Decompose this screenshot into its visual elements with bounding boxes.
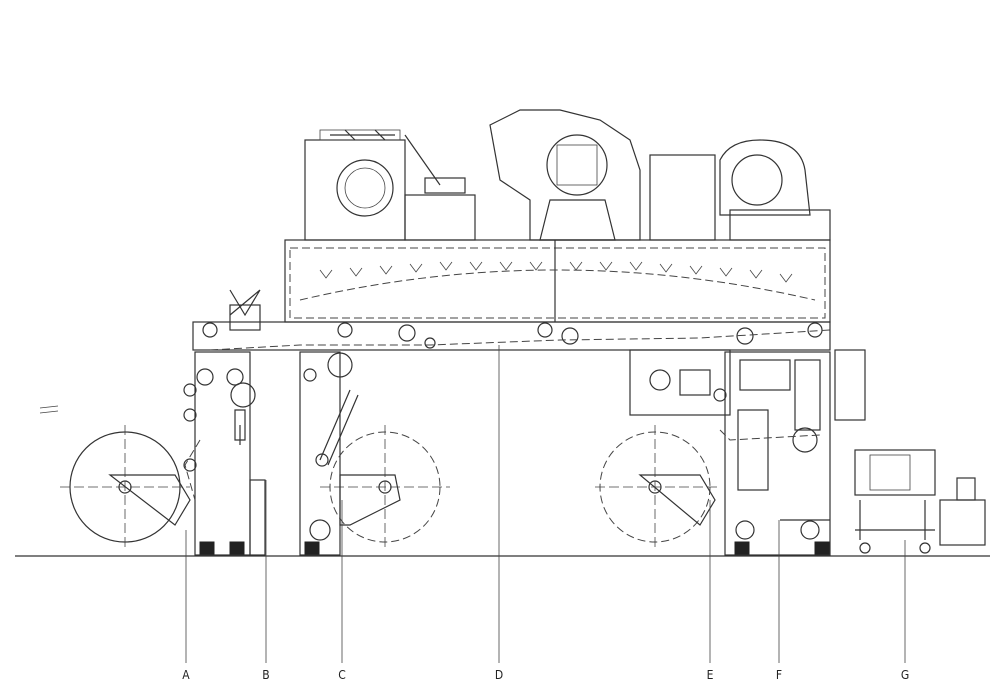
blower-units: [304, 109, 831, 241]
label-g: G: [900, 668, 910, 682]
stand-a: [183, 289, 266, 556]
unwind-reel-a: [60, 425, 191, 550]
stand-c: [299, 351, 450, 556]
label-d: D: [494, 668, 504, 682]
label-b: B: [262, 668, 270, 682]
drying-oven: [284, 239, 831, 323]
label-a: A: [182, 668, 190, 682]
reel-e: [595, 425, 720, 550]
stand-e-f: [629, 349, 866, 556]
beam-rollers: [202, 322, 831, 351]
label-c: C: [338, 668, 346, 682]
leader-lines: [185, 345, 906, 663]
unit-g: [854, 449, 986, 554]
label-e: E: [706, 668, 714, 682]
label-f: F: [775, 668, 783, 682]
